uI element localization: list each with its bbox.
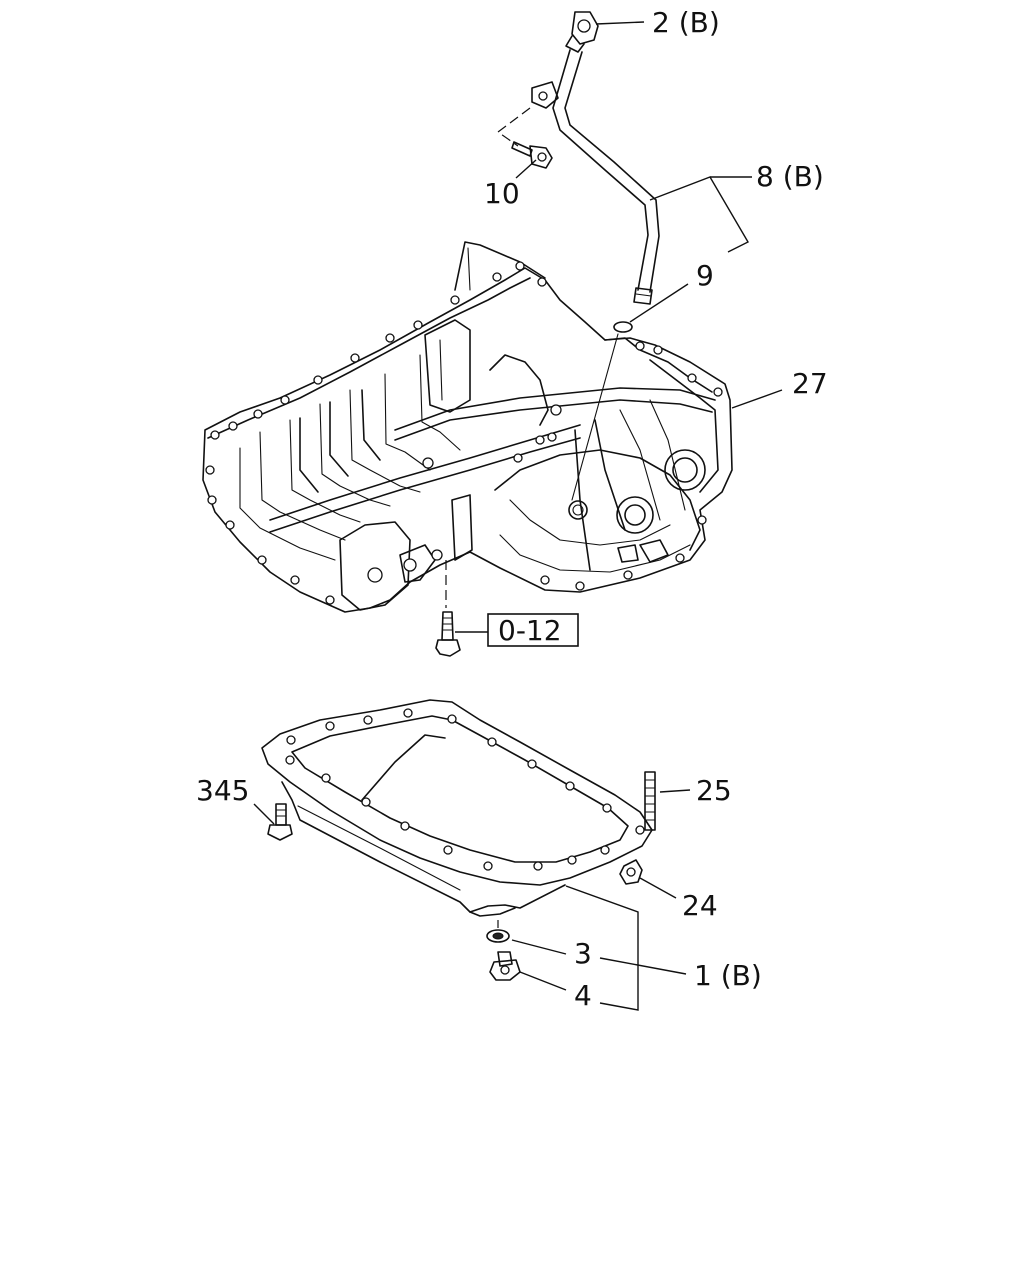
washer-3 (486, 929, 510, 943)
callout-4: 4 (574, 979, 592, 1012)
callout-10: 10 (484, 177, 520, 210)
nut-24 (619, 859, 643, 885)
stud-25 (644, 771, 656, 831)
bolt-10 (511, 141, 553, 169)
oil-pan (261, 699, 653, 917)
callout-9: 9 (696, 259, 714, 292)
o-ring-9 (613, 321, 633, 333)
callout-8b: 8 (B) (756, 160, 824, 193)
dipstick-tube (531, 11, 660, 305)
bolt-10-alignment-line (496, 107, 531, 147)
callout-25: 25 (696, 774, 732, 807)
callout-345: 345 (196, 774, 249, 807)
callout-1b: 1 (B) (694, 959, 762, 992)
leader-lines (253, 21, 783, 1011)
callout-0-12: 0-12 (498, 614, 562, 647)
callout-3: 3 (574, 937, 592, 970)
bolt-0-12 (435, 611, 461, 657)
callout-2b: 2 (B) (652, 6, 720, 39)
callout-24: 24 (682, 889, 718, 922)
drain-plug-4 (489, 951, 521, 981)
dipstick-guide-line (571, 333, 619, 501)
bolt-345 (267, 803, 293, 841)
reference-box-0-12 (487, 613, 579, 647)
crankcase-lower-block (202, 241, 733, 613)
callout-27: 27 (792, 367, 828, 400)
